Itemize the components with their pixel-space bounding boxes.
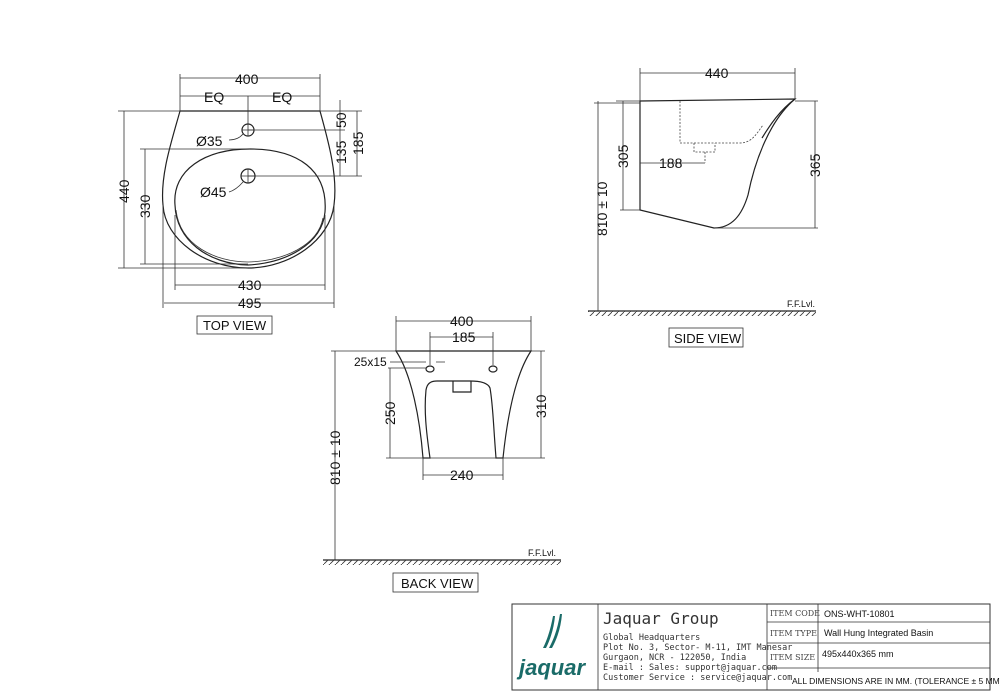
dim-tap-hole: Ø35 xyxy=(196,133,223,149)
top-view: 400 EQ EQ Ø35 Ø45 440 330 50 135 185 430… xyxy=(116,71,366,335)
dim-slot-size: 25x15 xyxy=(354,355,387,369)
dim-back-height: 310 xyxy=(533,394,549,418)
dim-waste-offset: 185 xyxy=(350,131,366,155)
jaquar-logo: jaquar xyxy=(516,614,586,680)
item-type-label: ITEM TYPE xyxy=(770,629,817,638)
basin-outline xyxy=(161,110,336,269)
address-line: Global Headquarters xyxy=(603,633,700,643)
bowl-outline xyxy=(174,148,326,266)
address-line: E-mail : Sales: support@jaquar.com xyxy=(603,663,777,673)
side-outline xyxy=(639,98,797,229)
dim-back-mount-height: 810 ± 10 xyxy=(327,430,343,485)
company-name: Jaquar Group xyxy=(603,609,719,628)
back-outline xyxy=(394,350,533,459)
title-block: jaquar Jaquar Group Global Headquarters … xyxy=(511,603,1000,691)
dim-eq-right: EQ xyxy=(272,89,292,105)
item-code-label: ITEM CODE xyxy=(770,609,820,618)
dim-tap-offset: 50 xyxy=(333,112,349,128)
address-line: Customer Service : service@jaquar.com xyxy=(603,673,792,683)
address-line: Plot No. 3, Sector- M-11, IMT Manesar xyxy=(603,643,792,653)
item-type-value: Wall Hung Integrated Basin xyxy=(824,628,933,638)
item-size-label: ITEM SIZE xyxy=(770,653,815,662)
dim-bowl-depth: 330 xyxy=(137,194,153,218)
dim-eq-left: EQ xyxy=(204,89,224,105)
floor-level-label: F.F.Lvl. xyxy=(787,299,815,309)
dim-base-width: 240 xyxy=(450,467,474,483)
dim-bowl-width: 430 xyxy=(238,277,262,293)
dim-waste-hole: Ø45 xyxy=(200,184,227,200)
dim-slot-height: 250 xyxy=(382,401,398,425)
slot-right xyxy=(488,365,498,373)
floor-level-label: F.F.Lvl. xyxy=(528,548,556,558)
logo-text: jaquar xyxy=(516,655,586,680)
dim-mount-height: 810 ± 10 xyxy=(594,181,610,236)
dim-wall-height: 305 xyxy=(615,144,631,168)
dim-top-width: 400 xyxy=(235,71,259,87)
address-line: Gurgaon, NCR - 122050, India xyxy=(603,653,746,663)
dim-depth: 440 xyxy=(116,179,132,203)
dim-tap-to-waste: 135 xyxy=(333,140,349,164)
dim-side-depth: 440 xyxy=(705,65,729,81)
dim-bracket-spacing: 185 xyxy=(452,329,476,345)
item-size-value: 495x440x365 mm xyxy=(822,649,894,659)
slot-left xyxy=(425,365,435,373)
side-view: 440 305 188 365 810 ± 10 F.F.Lvl. SIDE V… xyxy=(588,65,823,348)
dim-waste-distance: 188 xyxy=(659,155,683,171)
side-view-label: SIDE VIEW xyxy=(674,331,742,346)
dim-back-width: 400 xyxy=(450,313,474,329)
dimensions-note: ALL DIMENSIONS ARE IN MM. (TOLERANCE ± 5… xyxy=(792,676,1000,686)
item-code-value: ONS-WHT-10801 xyxy=(824,609,895,619)
back-view: 400 185 25x15 250 310 240 810 ± 10 F.F.L… xyxy=(323,313,561,593)
dim-overall-width: 495 xyxy=(238,295,262,311)
top-view-label: TOP VIEW xyxy=(203,318,267,333)
back-view-label: BACK VIEW xyxy=(401,576,474,591)
dim-overall-height: 365 xyxy=(807,153,823,177)
